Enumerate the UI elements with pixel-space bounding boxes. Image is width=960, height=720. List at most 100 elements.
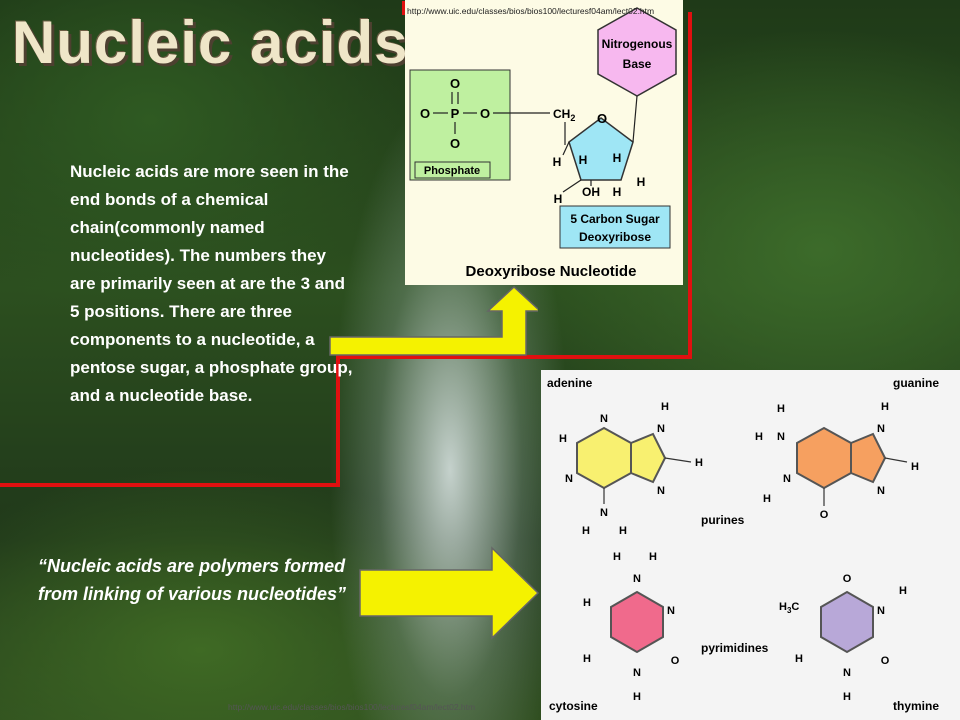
cytosine-h-a: H (613, 551, 621, 563)
atom-p: P (451, 106, 460, 121)
atom-oh: OH (582, 185, 600, 199)
cytosine-molecule: N N N O H H H H H (583, 551, 680, 703)
atom-ch2-sub: 2 (570, 113, 575, 123)
atom-ch2-c: CH (553, 107, 570, 121)
thymine-molecule: O N N O H3C H H H (779, 573, 907, 703)
adenine-ring-6 (576, 426, 632, 490)
slide-title: Nucleic acids (12, 9, 409, 76)
adenine-hb: H (619, 525, 627, 537)
label-purines: purines (701, 513, 745, 527)
nucleotide-caption: Deoxyribose Nucleotide (466, 263, 637, 280)
yellow-arrow-right-shape (359, 546, 540, 640)
body-paragraph: Nucleic acids are more seen in the end b… (70, 162, 353, 405)
source-url-top: http://www.uic.edu/classes/bios/bios100/… (407, 6, 655, 16)
label-guanine: guanine (893, 376, 939, 390)
thymine-n1: N (843, 667, 851, 679)
cytosine-h-e: H (633, 691, 641, 703)
thymine-n3: N (877, 605, 885, 617)
adenine-h7: H (661, 401, 669, 413)
cytosine-n1: N (633, 667, 641, 679)
adenine-h8: H (695, 457, 703, 469)
adenine-h2: H (559, 433, 567, 445)
thymine-methyl: H3C (779, 601, 799, 615)
atom-h-bottom-left: H (554, 192, 563, 206)
nitrogenous-base-label-2: Base (623, 57, 652, 71)
yellow-arrow-elbow (329, 285, 538, 356)
guanine-ring-6 (796, 426, 852, 490)
guanine-n7: N (877, 423, 885, 435)
bases-svg: adenine guanine purines pyrimidines cyto… (547, 376, 939, 713)
adenine-molecule: N N N N N H H H H H (559, 401, 703, 537)
adenine-n9: N (657, 485, 665, 497)
label-cytosine: cytosine (549, 699, 598, 713)
atom-o-bottom: O (450, 136, 460, 151)
red-line-right (0, 12, 692, 487)
atom-o-top: O (450, 76, 460, 91)
label-adenine: adenine (547, 376, 593, 390)
quote-paragraph: “Nucleic acids are polymers formed from … (38, 556, 347, 604)
cytosine-o2: O (671, 655, 680, 667)
guanine-h-a: H (777, 403, 785, 415)
atom-o-ring: O (597, 111, 607, 126)
thymine-methyl-c: C (791, 601, 799, 613)
atom-h-right: H (637, 175, 646, 189)
thymine-h-a: H (899, 585, 907, 597)
guanine-n1: N (783, 473, 791, 485)
phosphate-label: Phosphate (424, 165, 480, 177)
adenine-n6: N (600, 507, 608, 519)
yellow-arrow-elbow-shape (329, 285, 538, 356)
atom-o-right: O (480, 106, 490, 121)
adenine-n1: N (600, 413, 608, 425)
atom-h-ring-1: H (579, 153, 588, 167)
bond-sugar-h-left (562, 141, 570, 156)
bond-sugar-h-bottom (562, 179, 582, 193)
thymine-h-c: H (843, 691, 851, 703)
guanine-h-c: H (763, 493, 771, 505)
cytosine-ring (610, 590, 664, 654)
guanine-bond-2 (884, 457, 908, 463)
adenine-n7: N (657, 423, 665, 435)
nucleotide-diagram: Nitrogenous Base O O P O O Phosphate CH2… (405, 0, 683, 285)
nitrogenous-base-label-1: Nitrogenous (602, 37, 673, 51)
label-pyrimidines: pyrimidines (701, 641, 769, 655)
guanine-o6: O (820, 509, 829, 521)
thymine-o2: O (881, 655, 890, 667)
guanine-ring-5 (850, 432, 887, 484)
adenine-n3: N (565, 473, 573, 485)
phosphate-label-box (414, 161, 491, 179)
nitrogenous-bases-diagram: adenine guanine purines pyrimidines cyto… (541, 370, 960, 720)
thymine-methyl-sub: 3 (787, 606, 792, 615)
cytosine-n3: N (667, 605, 675, 617)
sugar-label-2: Deoxyribose (579, 230, 651, 244)
yellow-arrow-right (359, 546, 540, 640)
guanine-h-b: H (755, 431, 763, 443)
guanine-h-e: H (911, 461, 919, 473)
sugar-label-1: 5 Carbon Sugar (570, 212, 660, 226)
adenine-bond-2 (664, 457, 692, 463)
atom-o-left: O (420, 106, 430, 121)
thymine-ring (820, 590, 874, 654)
sugar-pentagon (568, 117, 634, 181)
sugar-label-box (559, 205, 671, 249)
thymine-o4: O (843, 573, 852, 585)
bond-base-sugar (632, 95, 638, 143)
guanine-n2: N (777, 431, 785, 443)
thymine-h-b: H (795, 653, 803, 665)
cytosine-h-b: H (649, 551, 657, 563)
nitrogenous-base-hexagon (597, 7, 677, 97)
thymine-methyl-h: H (779, 601, 787, 613)
source-url-bottom: http://www.uic.edu/classes/bios/bios100/… (228, 702, 476, 712)
atom-ch2: CH2 (553, 107, 575, 123)
cytosine-n4: N (633, 573, 641, 585)
nucleotide-svg: Nitrogenous Base O O P O O Phosphate CH2… (409, 7, 677, 280)
atom-h-bottom-right: H (613, 185, 622, 199)
cytosine-h-c: H (583, 597, 591, 609)
adenine-ring-5 (630, 432, 667, 484)
adenine-ha: H (582, 525, 590, 537)
label-thymine: thymine (893, 699, 939, 713)
guanine-molecule: N N N N O H H H H H (755, 401, 919, 521)
guanine-n9: N (877, 485, 885, 497)
atom-h-left: H (553, 155, 562, 169)
